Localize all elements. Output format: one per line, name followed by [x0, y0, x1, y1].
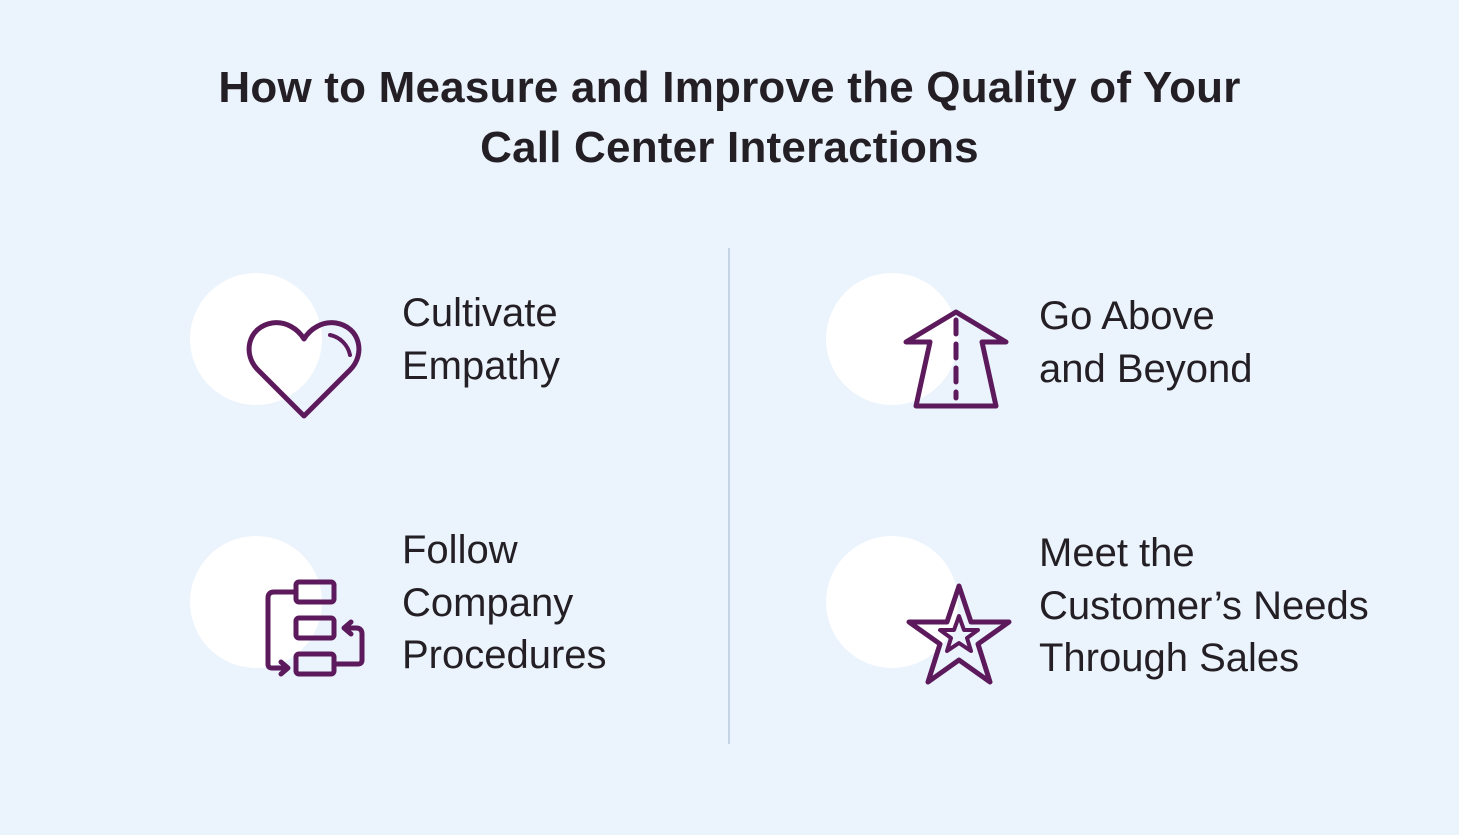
- icon-background-circle: [190, 273, 322, 405]
- icon-background-circle: [826, 536, 958, 668]
- item-label: Follow Company Procedures: [402, 528, 607, 677]
- icon-background-circle: [826, 273, 958, 405]
- column-divider: [728, 248, 730, 744]
- star-icon: [906, 583, 1012, 685]
- title-line-2: Call Center Interactions: [480, 123, 979, 172]
- process-flow-icon: [265, 579, 365, 677]
- heart-icon: [246, 320, 362, 419]
- page-title: How to Measure and Improve the Quality o…: [0, 58, 1459, 178]
- title-line-1: How to Measure and Improve the Quality o…: [218, 63, 1241, 112]
- road-arrow-icon: [903, 309, 1009, 409]
- item-label: Go Above and Beyond: [1039, 294, 1253, 391]
- item-label: Cultivate Empathy: [402, 291, 560, 388]
- item-label: Meet the Customer’s Needs Through Sales: [1039, 531, 1369, 680]
